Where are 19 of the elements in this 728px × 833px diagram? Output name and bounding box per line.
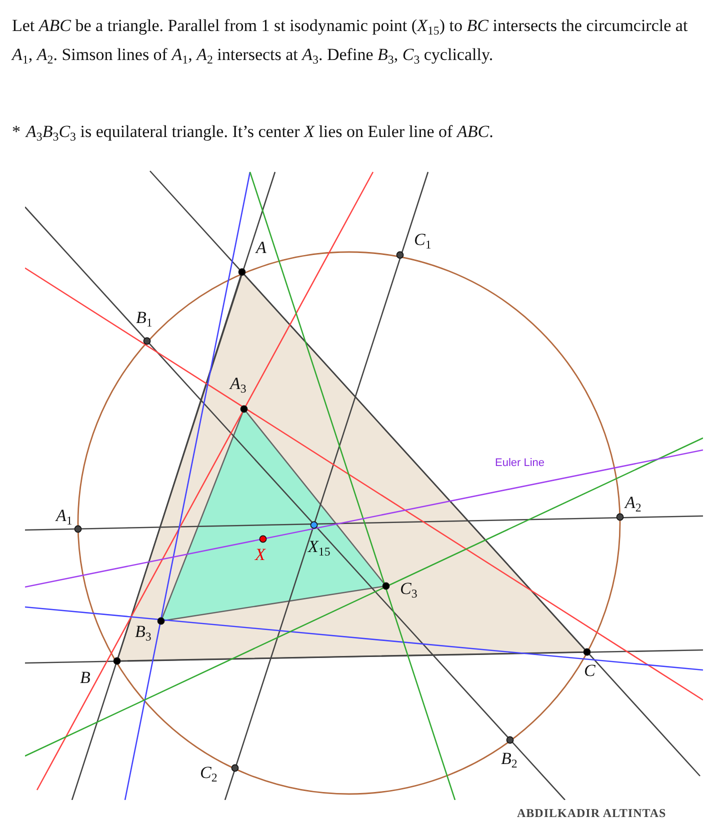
description-text: A$_{3}$B$_{3}$C$_{3}$ is equilateral triangle. It’s center X lies on Euler line of ABC. [26, 121, 494, 146]
point-label: C$_{1}$ [414, 230, 432, 253]
point-label: C$_{3}$ [400, 579, 418, 602]
point-label: X$_{15}$ [308, 537, 330, 560]
point-label: A$_{3}$ [230, 374, 246, 397]
point-label: B$_{2}$ [501, 749, 518, 772]
point-label: C$_{2}$ [200, 763, 218, 786]
point-label: X [255, 545, 266, 565]
point-label: C [584, 661, 596, 681]
point-label: B$_{1}$ [136, 308, 152, 331]
point-label: A$_{2}$ [625, 493, 642, 516]
footnote-mark: * [12, 121, 22, 143]
point-label: B [80, 668, 90, 688]
point-label: A$_{1}$ [56, 506, 72, 529]
author-signature: ABDILKADIR ALTINTAS [517, 806, 666, 821]
description-text: Let ABC be a triangle. Parallel from 1 st isodynamic point (X$_{15}$) to BC intersects the circumcircle at A$_{1}$, A$_{2}$. Simson lines of A$_{1}$, A$_{2}$ intersects at A$_{3}$. Define B$_{3}$, C$_{3}$ cyclically. [12, 15, 689, 68]
line-label: Euler Line [495, 457, 545, 469]
point-label: B$_{3}$ [135, 622, 152, 645]
point-label: A [256, 238, 266, 258]
